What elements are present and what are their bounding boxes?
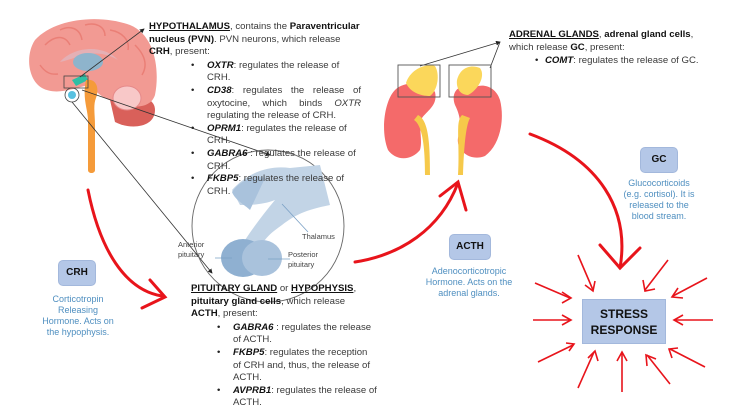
arrow-head-crh: [140, 278, 168, 310]
hypothalamus-region: [72, 74, 88, 86]
ureter-left: [414, 115, 430, 175]
posterior-lobe: [242, 240, 282, 276]
gene-item: OPRM1: regulates the release of CRH.: [191, 123, 361, 148]
gene-item: FKBP5: regulates the reception of CRH an…: [217, 347, 377, 385]
adrenal-heading: ADRENAL GLANDS, adrenal gland cells, whi…: [509, 29, 694, 53]
stress-burst-arrows: [533, 254, 713, 392]
hypothalamus-box: [63, 75, 89, 89]
adrenal-right: [456, 66, 483, 95]
gene-item: COMT: regulates the release of GC.: [535, 55, 709, 68]
label-anterior-pituitary: Anterior pituitary: [178, 240, 205, 259]
arrow-head-gc: [598, 243, 642, 271]
adrenal-text: ADRENAL GLANDS, adrenal gland cells, whi…: [509, 29, 709, 68]
gene-item: CD38: regulates the release of oxytocine…: [191, 85, 361, 123]
hypothalamus-gene-list: OXTR: regulates the release of CRH. CD38…: [191, 60, 361, 199]
gene-item: GABRA6 : regulates the release of CRH.: [191, 148, 361, 173]
flow-arrows: [86, 132, 642, 310]
gene-item: AVPRB1: regulates the release of ACTH.: [217, 385, 377, 410]
gene-item: OXTR: regulates the release of CRH.: [191, 60, 361, 85]
cerebellum-wheel: [112, 85, 142, 111]
gene-item: GABRA6 : regulates the release of ACTH.: [217, 322, 377, 347]
arrow-adrenal-to-stress: [528, 132, 624, 270]
hypothalamus-pointer: [79, 28, 145, 78]
crh-badge: CRH: [58, 260, 96, 286]
gc-badge: GC: [640, 147, 678, 173]
pituitary-gene-list: GABRA6 : regulates the release of ACTH. …: [217, 322, 377, 410]
adrenal-box-left: [397, 64, 441, 98]
brain-illustration: [29, 19, 157, 173]
label-posterior-pituitary: Posterior pituitary: [288, 250, 319, 269]
pituitary-heading: PITUITARY GLAND or HYPOPHYSIS, pituitary…: [191, 283, 357, 320]
brainstem: [84, 79, 98, 173]
kidneys-illustration: [384, 64, 502, 175]
ureter-right: [458, 115, 470, 175]
gene-item: FKBP5: regulates the release of CRH.: [191, 173, 361, 198]
kidney-left: [384, 83, 436, 159]
adrenal-left: [406, 65, 438, 96]
crh-term: CRH: [149, 46, 170, 58]
adrenal-box-right: [448, 64, 492, 98]
acth-badge: ACTH: [449, 234, 491, 260]
adrenal-pointer-left: [419, 40, 501, 67]
arrow-head-acth: [438, 179, 468, 212]
pituitary-zoom-line-2: [71, 101, 213, 274]
gc-description: Glucocorticoids (e.g. cortisol). It is r…: [623, 178, 695, 221]
pvn-term: Paraventricular nucleus (PVN): [149, 21, 360, 45]
ventricle: [73, 53, 103, 71]
hypothalamus-text: HYPOTHALAMUS, contains the Paraventricul…: [149, 21, 361, 198]
pituitary-text: PITUITARY GLAND or HYPOPHYSIS, pituitary…: [191, 283, 377, 410]
arrow-brain-to-pituitary: [86, 188, 164, 298]
adrenal-gene-list: COMT: regulates the release of GC.: [535, 55, 709, 68]
pituitary-small: [68, 91, 76, 99]
stress-response-box: STRESS RESPONSE: [582, 299, 666, 344]
kidney-right: [453, 85, 502, 158]
arrow-pituitary-to-adrenal: [353, 181, 460, 264]
crh-description: Corticotropin Releasing Hormone. Acts on…: [42, 294, 114, 337]
corpus-callosum: [60, 48, 118, 62]
adrenal-pointer-right: [489, 41, 501, 69]
acth-description: Adenocorticotropic Hormone. Acts on the …: [425, 266, 513, 298]
label-thalamus: Thalamus: [302, 232, 335, 241]
hypothalamus-title: HYPOTHALAMUS: [149, 21, 231, 32]
hypothalamus-heading: HYPOTHALAMUS, contains the Paraventricul…: [149, 21, 360, 58]
